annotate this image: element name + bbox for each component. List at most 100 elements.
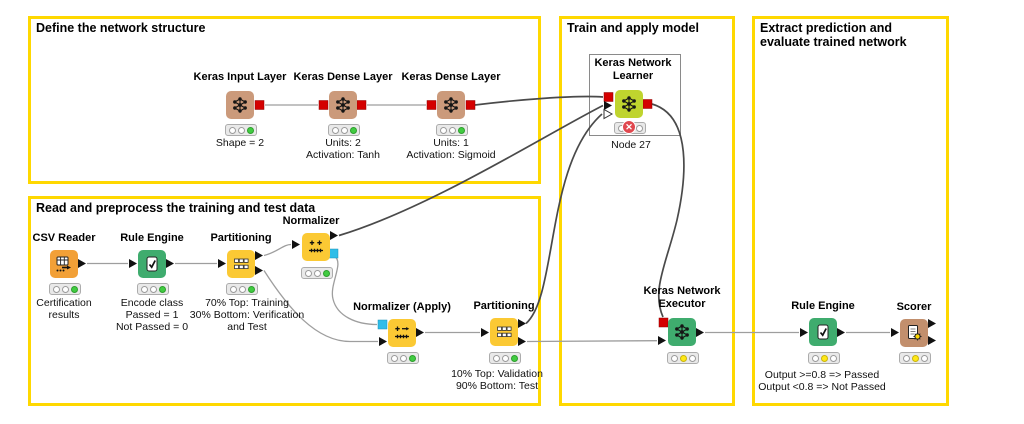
annotation-read-preprocess[interactable]: Read and preprocess the training and tes… bbox=[28, 196, 541, 406]
port-output-data[interactable] bbox=[255, 251, 263, 260]
edge-dense2-to-learner-network[interactable] bbox=[474, 95, 604, 106]
node-label: 10% Top: Validation bbox=[451, 368, 543, 380]
edge-part2-to-learner-validation[interactable] bbox=[525, 113, 603, 325]
neural-network-icon bbox=[336, 97, 350, 113]
port-output-network[interactable] bbox=[465, 100, 476, 110]
port-input-data[interactable] bbox=[218, 259, 226, 268]
port-input-data[interactable] bbox=[129, 259, 137, 268]
node-title: Keras Input Layer bbox=[193, 71, 287, 83]
partition-grid-icon bbox=[497, 326, 512, 337]
port-output-data[interactable] bbox=[837, 328, 845, 337]
document-gear-icon bbox=[908, 325, 922, 341]
partition-grid-icon bbox=[234, 258, 249, 269]
port-output-data[interactable] bbox=[78, 259, 86, 268]
edge-learner-to-executor-network[interactable] bbox=[651, 103, 685, 318]
node-label: Shape = 2 bbox=[215, 137, 265, 149]
port-input-network[interactable] bbox=[318, 100, 329, 110]
neural-network-icon bbox=[444, 97, 458, 113]
node-normalizer-apply[interactable] bbox=[388, 319, 416, 347]
node-status-light bbox=[137, 283, 169, 295]
node-title: Partitioning bbox=[473, 300, 535, 312]
port-output-data[interactable] bbox=[696, 328, 704, 337]
port-input-data[interactable] bbox=[379, 337, 387, 346]
node-title: Keras Dense Layer bbox=[293, 71, 393, 83]
port-input-network[interactable] bbox=[426, 100, 437, 110]
port-output-data[interactable] bbox=[166, 259, 174, 268]
edge-normalizer-model-to-normapply[interactable] bbox=[331, 255, 378, 326]
node-title: Scorer bbox=[896, 301, 932, 313]
node-label: and Test bbox=[227, 321, 267, 333]
node-scorer[interactable] bbox=[900, 319, 928, 347]
node-label: Certification bbox=[36, 297, 92, 309]
node-status-light bbox=[225, 124, 257, 136]
port-output-data[interactable] bbox=[928, 319, 936, 328]
edge-part1-to-normalizer[interactable] bbox=[263, 243, 292, 257]
port-input-data[interactable] bbox=[604, 101, 612, 110]
node-status-light bbox=[489, 352, 521, 364]
annotation-title: Train and apply model bbox=[567, 21, 699, 35]
node-partitioning-1[interactable] bbox=[227, 250, 255, 278]
node-label: Units: 2 bbox=[325, 137, 361, 149]
node-title: Executor bbox=[658, 298, 706, 310]
port-output-data[interactable] bbox=[928, 336, 936, 345]
node-normalizer[interactable] bbox=[302, 233, 330, 261]
port-input-data[interactable] bbox=[800, 328, 808, 337]
port-output-network[interactable] bbox=[642, 99, 653, 109]
node-title: Keras Network bbox=[594, 57, 672, 69]
table-arrow-icon bbox=[56, 256, 71, 272]
port-output-data[interactable] bbox=[330, 231, 338, 240]
node-label: 30% Bottom: Verification bbox=[189, 309, 305, 321]
node-status-light bbox=[328, 124, 360, 136]
port-output-data[interactable] bbox=[518, 319, 526, 328]
port-output-data[interactable] bbox=[518, 337, 526, 346]
node-keras-input-layer[interactable] bbox=[226, 91, 254, 119]
port-input-data[interactable] bbox=[292, 240, 300, 249]
node-partitioning-2[interactable] bbox=[490, 318, 518, 346]
port-output-data[interactable] bbox=[416, 328, 424, 337]
node-title: Rule Engine bbox=[791, 300, 855, 312]
node-rule-engine-1[interactable] bbox=[138, 250, 166, 278]
node-label: Passed = 1 bbox=[125, 309, 179, 321]
node-label: Activation: Tanh bbox=[306, 149, 380, 161]
selection-rectangle bbox=[589, 54, 681, 136]
node-label: Encode class bbox=[120, 297, 184, 309]
port-output-network[interactable] bbox=[254, 100, 265, 110]
port-input-optional-data[interactable] bbox=[603, 108, 614, 120]
port-output-normalizer-model[interactable] bbox=[328, 248, 339, 259]
port-input-data[interactable] bbox=[481, 328, 489, 337]
edge-normalizer-to-learner-train[interactable] bbox=[338, 104, 604, 237]
node-title: Rule Engine bbox=[120, 232, 184, 244]
port-output-network[interactable] bbox=[356, 100, 367, 110]
node-label: 90% Bottom: Test bbox=[455, 380, 539, 392]
neural-network-icon bbox=[622, 96, 636, 112]
node-keras-network-learner[interactable] bbox=[615, 90, 643, 118]
port-input-network[interactable] bbox=[603, 92, 614, 102]
node-keras-network-executor[interactable] bbox=[668, 318, 696, 346]
node-status-light bbox=[387, 352, 419, 364]
node-csv-reader[interactable] bbox=[50, 250, 78, 278]
node-keras-dense-layer-2[interactable] bbox=[437, 91, 465, 119]
port-input-normalizer-model[interactable] bbox=[377, 319, 388, 330]
node-status-light bbox=[667, 352, 699, 364]
node-keras-dense-layer-1[interactable] bbox=[329, 91, 357, 119]
node-status-light bbox=[226, 283, 258, 295]
neural-network-icon bbox=[233, 97, 247, 113]
annotation-title: Define the network structure bbox=[36, 21, 206, 35]
node-status-light bbox=[301, 267, 333, 279]
port-input-data[interactable] bbox=[891, 328, 899, 337]
checkmark-document-icon bbox=[146, 256, 158, 272]
node-title: CSV Reader bbox=[32, 232, 96, 244]
edge-part2-to-executor-data[interactable] bbox=[526, 340, 658, 343]
annotation-title: Read and preprocess the training and tes… bbox=[36, 201, 316, 215]
port-input-data[interactable] bbox=[658, 336, 666, 345]
node-rule-engine-2[interactable] bbox=[809, 318, 837, 346]
normalize-axis-icon bbox=[309, 240, 323, 253]
node-label: Output <0.8 => Not Passed bbox=[758, 381, 886, 393]
port-output-data[interactable] bbox=[255, 266, 263, 275]
edge-part1-to-normapply-data[interactable] bbox=[263, 270, 378, 343]
node-title: Keras Dense Layer bbox=[401, 71, 501, 83]
annotation-extract-evaluate[interactable]: Extract prediction and evaluate trained … bbox=[752, 16, 949, 406]
port-input-network[interactable] bbox=[658, 317, 669, 328]
